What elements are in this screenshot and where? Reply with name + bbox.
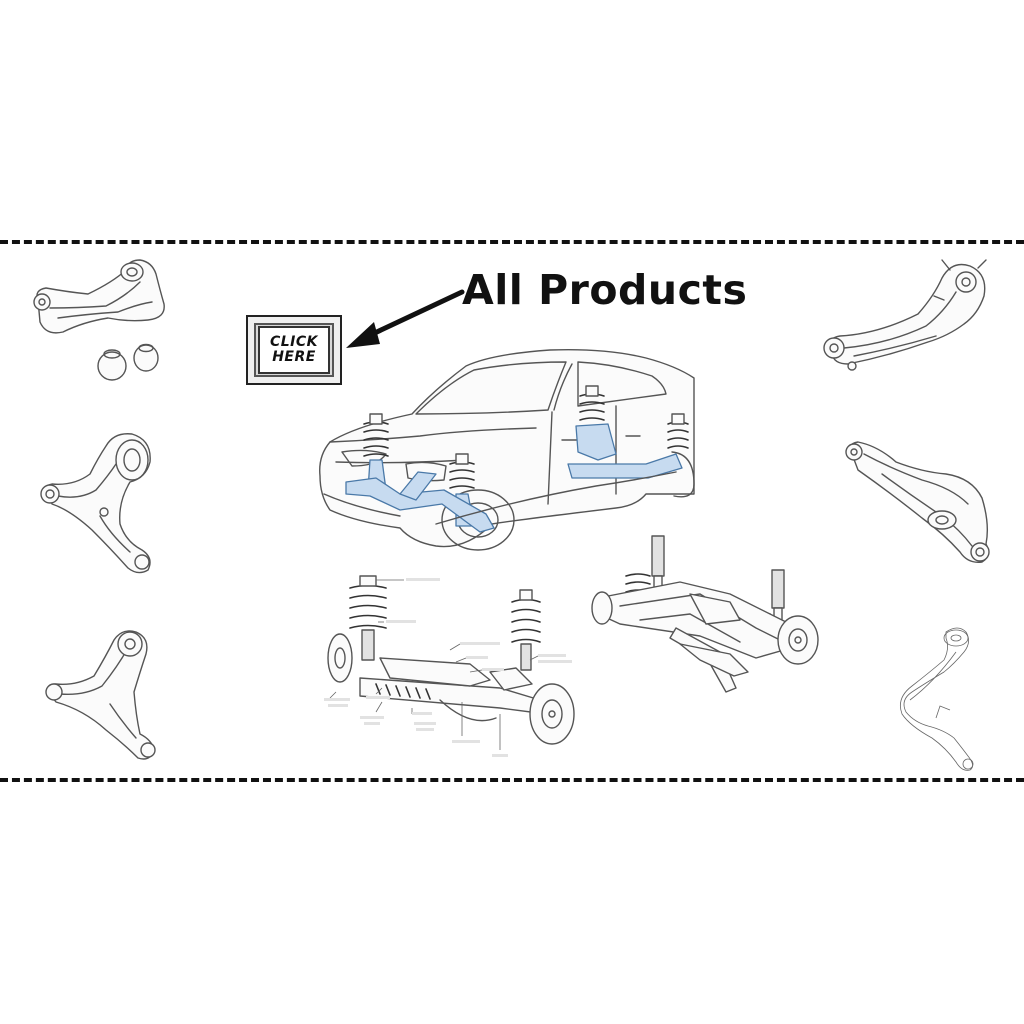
- diagram-callouts: [324, 578, 572, 757]
- button-face: CLICK HERE: [258, 326, 330, 374]
- rear-lower-control-arm-icon[interactable]: [842, 434, 998, 570]
- rear-right-spring: [667, 413, 689, 449]
- trailing-arm-icon[interactable]: [818, 256, 994, 380]
- button-label-line1: CLICK: [269, 334, 319, 350]
- pointer-arrow-icon: [346, 289, 465, 348]
- lower-control-arm-icon[interactable]: [34, 424, 158, 580]
- click-here-button[interactable]: CLICK HERE: [246, 315, 342, 385]
- button-label-line2: HERE: [272, 349, 316, 365]
- front-lower-control-arm-icon[interactable]: [40, 626, 164, 768]
- rear-suspension-assembly[interactable]: [580, 532, 824, 696]
- rubber-bushings-icon[interactable]: [90, 338, 170, 384]
- upper-control-arm-icon[interactable]: [28, 252, 173, 342]
- car-suspension-illustration[interactable]: [316, 344, 696, 560]
- top-dashed-border: [0, 240, 1024, 244]
- all-products-link[interactable]: All Products: [462, 266, 748, 314]
- curved-control-arm-icon[interactable]: [894, 622, 984, 772]
- front-suspension-diagram[interactable]: [320, 568, 588, 764]
- bottom-dashed-border: [0, 778, 1024, 782]
- rear-left-spring: [575, 385, 617, 461]
